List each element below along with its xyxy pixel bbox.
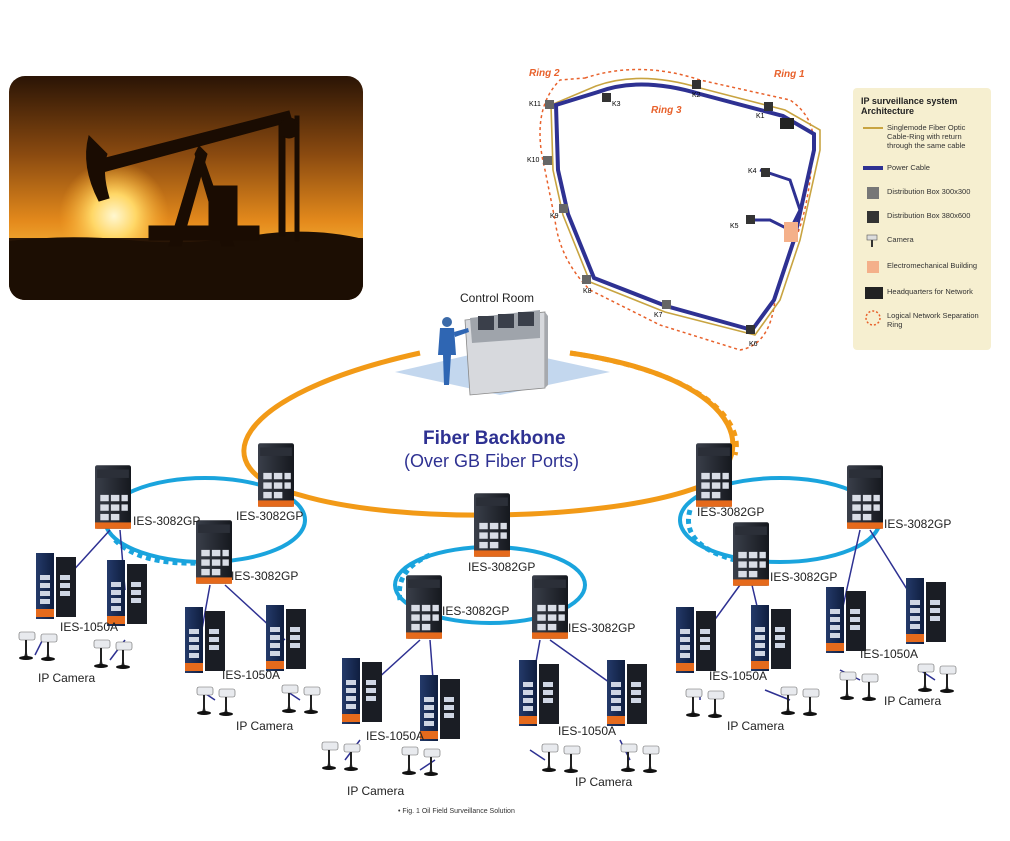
backbone-subtitle: (Over GB Fiber Ports) (404, 451, 580, 471)
legend-item-box300: Distribution Box 300x300 (861, 186, 989, 199)
switch-label: IES-3082GP (697, 505, 765, 519)
camera-label: IP Camera (236, 719, 294, 733)
node-label: K1 (756, 113, 765, 120)
node-label: K3 (612, 101, 621, 108)
node-label: K9 (550, 213, 559, 220)
legend-item-fiber: Singlemode Fiber Optic Cable-Ring with r… (863, 123, 966, 150)
control-room-label: Control Room (460, 291, 535, 305)
node-label: K6 (749, 341, 758, 348)
camera-icon (861, 234, 887, 247)
camera-label: IP Camera (884, 694, 942, 708)
node-label: K5 (730, 223, 739, 230)
legend-panel: IP surveillance system Architecture Sing… (853, 88, 991, 350)
access-switch-label: IES-1050A (366, 729, 425, 743)
node-label: K8 (583, 288, 592, 295)
node-label: K11 (529, 101, 541, 108)
switch-label: IES-3082GP (884, 517, 952, 531)
legend-item-box380: Distribution Box 380x600 (861, 210, 989, 223)
figure-caption: • Fig. 1 Oil Field Surveillance Solution (398, 808, 515, 815)
ring1-label: Ring 1 (774, 69, 805, 80)
camera-label: IP Camera (575, 775, 633, 789)
access-switch-label: IES-1050A (709, 669, 768, 683)
legend-title: IP surveillance system Architecture (861, 96, 958, 116)
legend-item-camera: Camera (861, 234, 989, 247)
switch-label: IES-3082GP (231, 569, 299, 583)
switch-label: IES-3082GP (442, 604, 510, 618)
control-console (464, 310, 548, 396)
switch-label: IES-3082GP (468, 560, 536, 574)
node-label: K7 (654, 312, 663, 319)
node-label: K10 (527, 157, 540, 164)
backbone-title: Fiber Backbone (423, 428, 566, 449)
node-label: K4 (748, 168, 757, 175)
access-switch-label: IES-1050A (860, 647, 919, 661)
node-label: K2 (692, 92, 701, 99)
switch-label: IES-3082GP (133, 514, 201, 528)
ring2-label: Ring 2 (529, 68, 560, 79)
access-switch-label: IES-1050A (558, 724, 617, 738)
operator-figure (438, 317, 469, 385)
camera-label: IP Camera (38, 671, 96, 685)
camera-label: IP Camera (347, 784, 405, 798)
access-switch-label: IES-1050A (60, 620, 119, 634)
legend-item-power: Power Cable (863, 163, 930, 172)
legend-item-separation-ring: Logical Network Separation Ring (861, 310, 989, 329)
camera-label: IP Camera (727, 719, 785, 733)
legend-item-building: Electromechanical Building (861, 260, 989, 273)
access-switch-label: IES-1050A (222, 668, 281, 682)
switch-label: IES-3082GP (770, 570, 838, 584)
oil-pump-photo (9, 76, 363, 300)
ring-map (539, 68, 821, 351)
legend-item-hq: Headquarters for Network (861, 286, 989, 299)
switch-label: IES-3082GP (236, 509, 304, 523)
switch-label: IES-3082GP (568, 621, 636, 635)
ring3-label: Ring 3 (651, 105, 682, 116)
